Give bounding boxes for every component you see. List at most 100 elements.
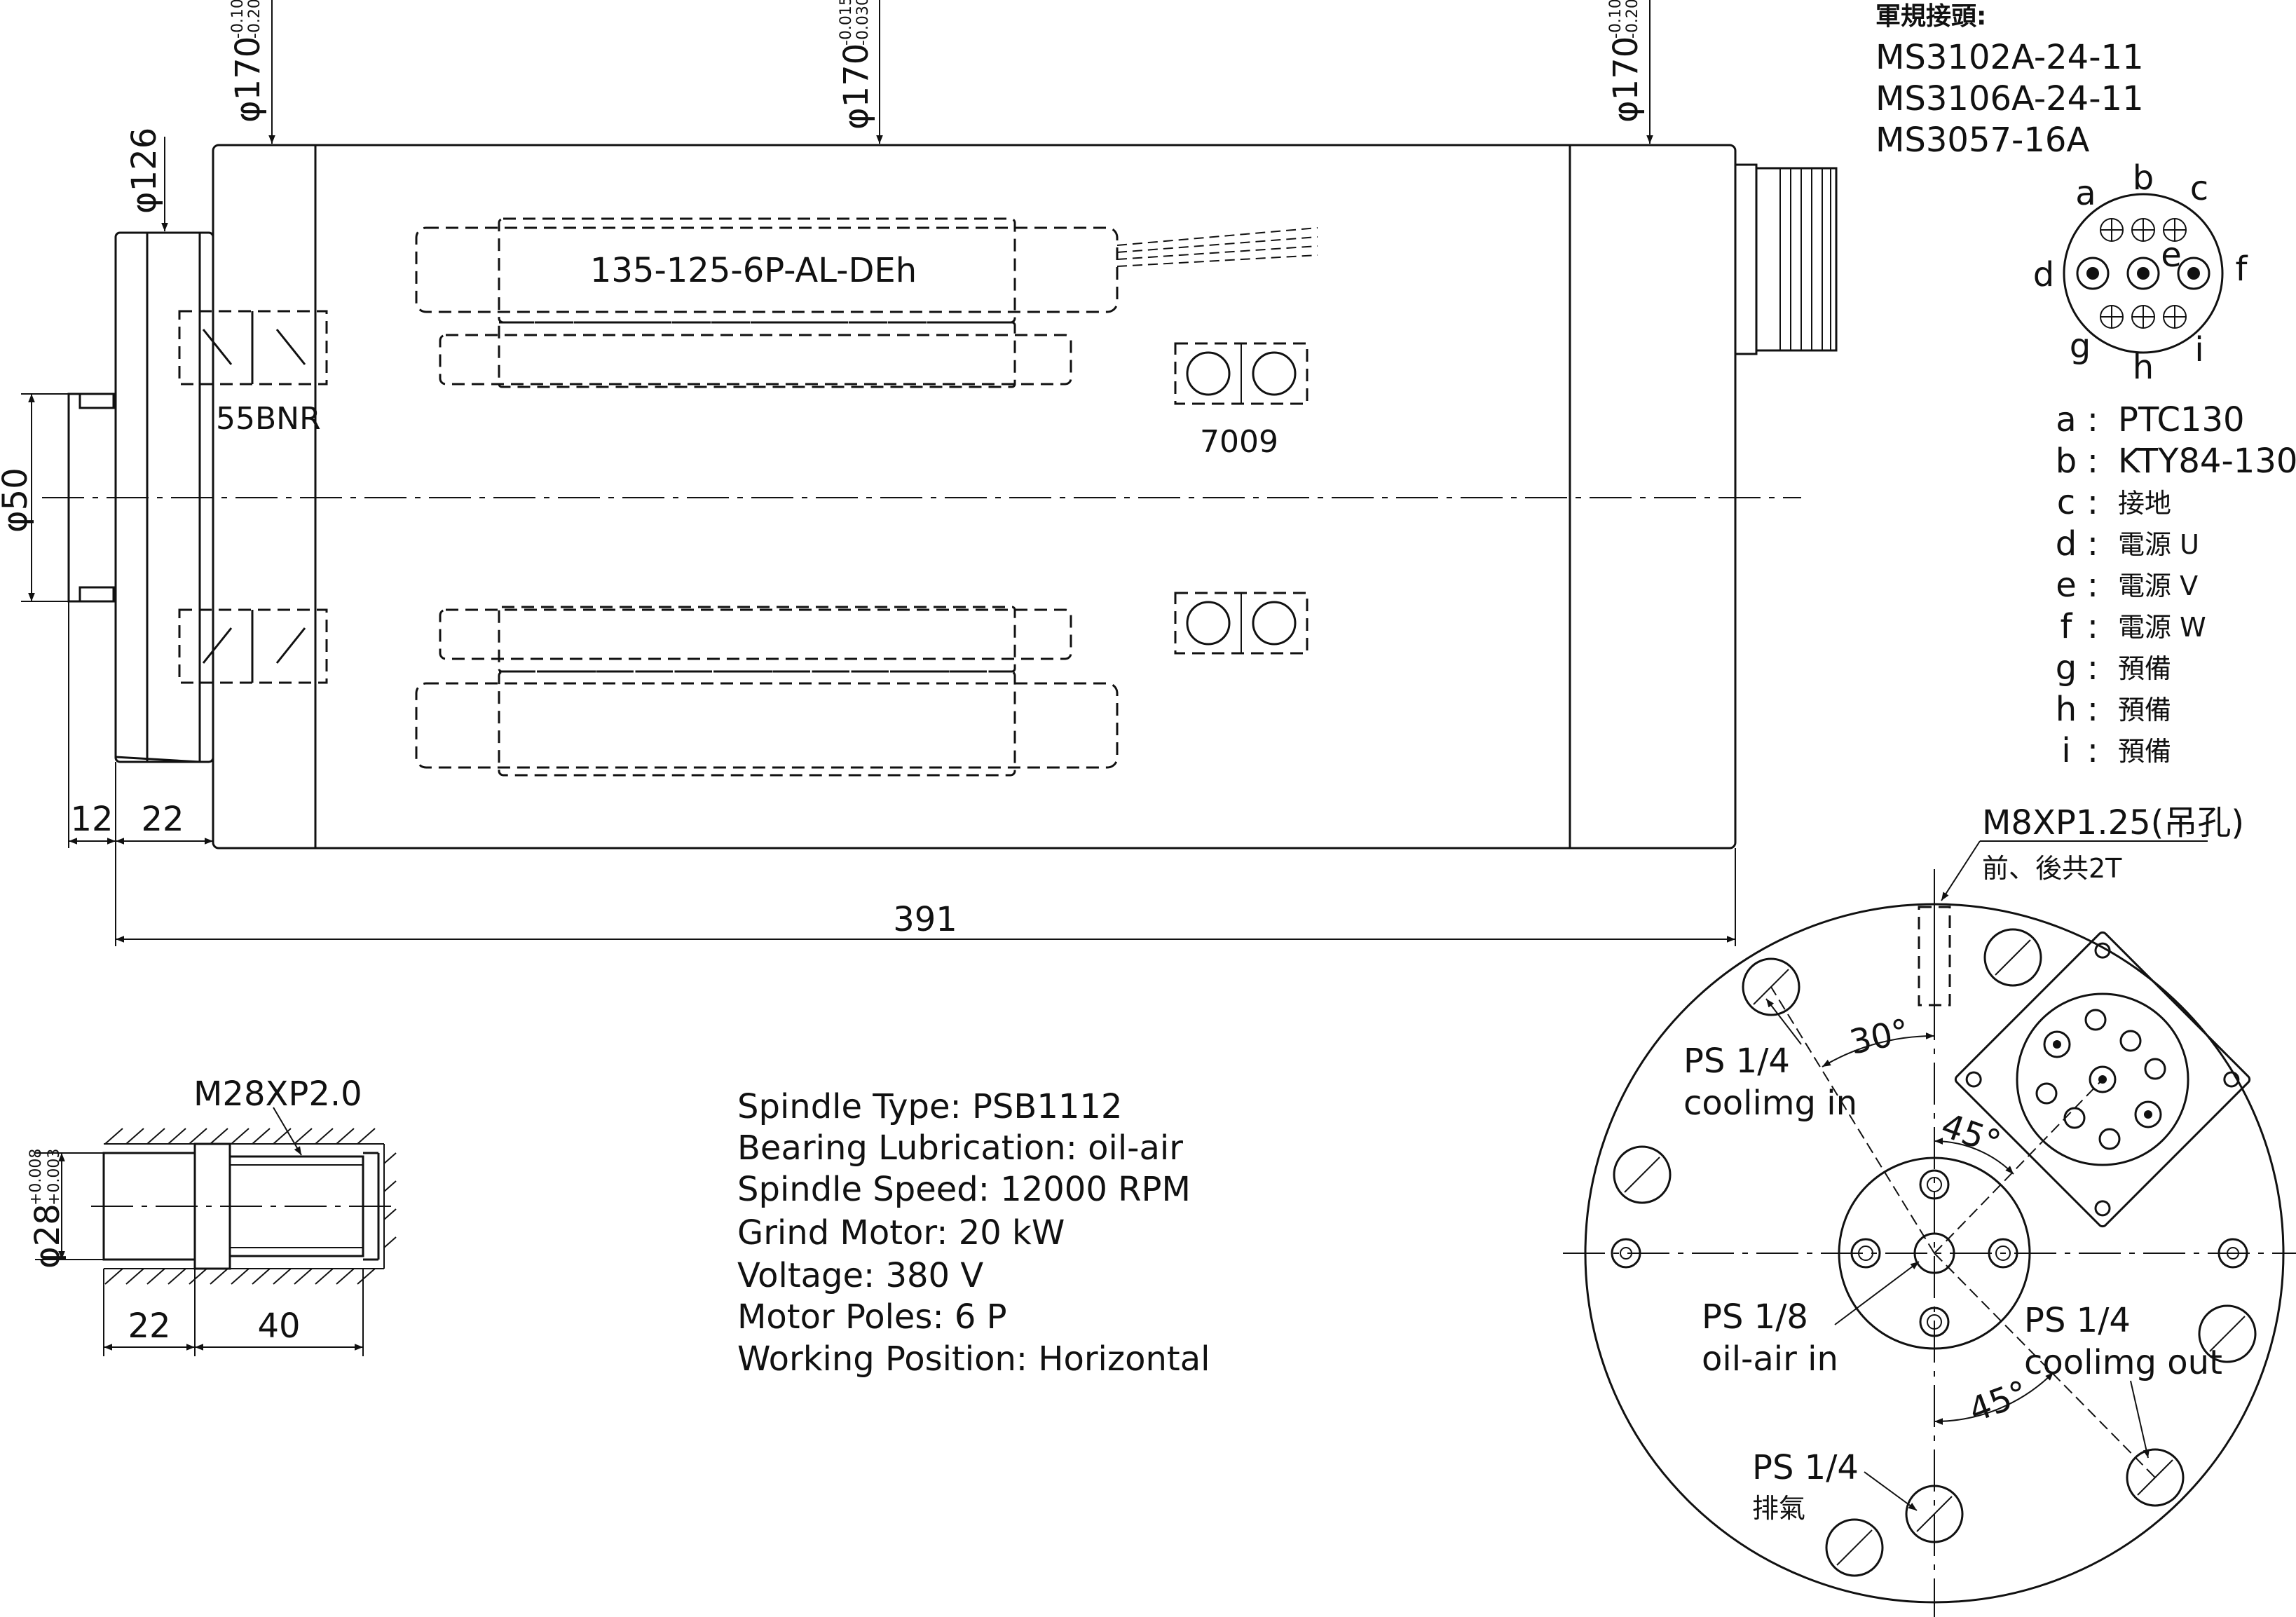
svg-text:-0.20: -0.20 [1624, 0, 1641, 39]
svg-text:預備: 預備 [2118, 653, 2171, 684]
pinout-row: c : 接地 [2057, 483, 2171, 522]
thread-detail: M28XP2.0 φ28 +0.008 +0.003 22 40 [27, 1074, 399, 1356]
svg-text:-0.030: -0.030 [854, 0, 872, 46]
rear-connector-box [1954, 931, 2251, 1228]
svg-text:預備: 預備 [2118, 736, 2171, 767]
svg-text:-0.20: -0.20 [246, 0, 264, 39]
pin-letter-i: i [2194, 330, 2203, 369]
svg-text::: : [2087, 400, 2098, 439]
spec-list: Spindle Type: PSB1112 Bearing Lubricatio… [737, 1087, 1210, 1379]
connector-title: 軍規接頭: [1875, 2, 1986, 31]
lifting-hole-note: 前、後共2T [1982, 853, 2122, 884]
pin-letter-e: e [2161, 236, 2182, 275]
pinout-row: i : 預備 [2061, 731, 2171, 770]
svg-text::: : [2087, 607, 2098, 646]
thread-label: M28XP2.0 [193, 1074, 362, 1114]
svg-text:a: a [2056, 400, 2076, 439]
motor-lower [415, 606, 1119, 777]
svg-text:c: c [2057, 483, 2075, 522]
dia-flange: φ126 [125, 128, 164, 214]
pinout-row: f : 電源 W [2061, 607, 2206, 646]
bearing-rear-label: 7009 [1200, 424, 1278, 460]
cooling-in-size: PS 1/4 [1683, 1042, 1790, 1081]
dia-shaft: φ50 [0, 468, 35, 533]
pin-letter-b: b [2133, 158, 2154, 198]
svg-text:i: i [2061, 731, 2070, 770]
rear-view: 30° 45° 45° M8XP1.25(吊孔) 前、後共2T PS 1/4 c… [1563, 803, 2296, 1617]
spec-lubrication: Bearing Lubrication: oil-air [737, 1128, 1183, 1168]
spec-spindle-type: Spindle Type: PSB1112 [737, 1087, 1122, 1126]
angle-30: 30° [1846, 1011, 1913, 1062]
svg-text:KTY84-130: KTY84-130 [2118, 442, 2296, 481]
hatch-bottom [104, 1268, 384, 1285]
bearing-front-label: 55BNR [216, 401, 321, 437]
spec-poles: Motor Poles: 6 P [737, 1297, 1007, 1337]
svg-text::: : [2087, 648, 2098, 688]
port-hole [1983, 928, 2042, 987]
oil-air-size: PS 1/8 [1702, 1297, 1808, 1337]
motor-label: 135-125-6P-AL-DEh [590, 251, 917, 290]
rear-connector [1734, 163, 1758, 355]
pin-letter-d: d [2033, 255, 2054, 294]
spec-voltage: Voltage: 380 V [737, 1256, 983, 1295]
spec-motor: Grind Motor: 20 kW [737, 1213, 1065, 1253]
thread-dia: φ28 [28, 1203, 67, 1269]
connector-model-3: MS3057-16A [1875, 121, 2089, 160]
thread-dim-40: 40 [257, 1306, 300, 1346]
svg-text:f: f [2061, 607, 2073, 646]
svg-text:g: g [2056, 648, 2077, 688]
svg-text:d: d [2056, 524, 2077, 564]
pinout-row: d : 電源 U [2056, 524, 2199, 564]
svg-text:-0.10: -0.10 [1607, 0, 1625, 39]
dia-front: φ170 [228, 36, 268, 123]
motor-upper [415, 217, 1318, 388]
svg-text:-0.015: -0.015 [838, 0, 855, 46]
dia-mid: φ170 [837, 43, 876, 130]
pin-letter-g: g [2070, 327, 2091, 366]
svg-text::: : [2087, 566, 2098, 605]
port-hole [1825, 1518, 1884, 1577]
spindle-body [212, 144, 1737, 850]
cooling-out-size: PS 1/4 [2024, 1301, 2131, 1340]
port-hole [2198, 1304, 2257, 1363]
cooling-out-label: coolimg out [2024, 1343, 2222, 1382]
cooling-in-label: coolimg in [1683, 1084, 1857, 1123]
connector-thread [1779, 168, 1831, 350]
connector-model-1: MS3102A-24-11 [1875, 38, 2144, 77]
svg-text:b: b [2056, 442, 2077, 481]
spec-position: Working Position: Horizontal [737, 1339, 1210, 1379]
angle-45-top: 45° [1936, 1105, 2006, 1163]
svg-text:接地: 接地 [2118, 488, 2171, 519]
svg-text::: : [2087, 483, 2098, 522]
pinout-row: e : 電源 V [2056, 566, 2198, 605]
bearing-55bnr-lower [178, 608, 328, 684]
pin-letter-h: h [2133, 348, 2154, 387]
svg-text:e: e [2056, 566, 2077, 605]
svg-text::: : [2087, 731, 2098, 770]
svg-text:+0.003: +0.003 [46, 1149, 63, 1206]
svg-text:+0.008: +0.008 [27, 1149, 45, 1206]
pin-letter-a: a [2075, 174, 2096, 213]
oil-air-label: oil-air in [1702, 1339, 1838, 1379]
pinout-row: b : KTY84-130 [2056, 442, 2296, 481]
pinout-row: a : PTC130 [2056, 400, 2244, 439]
pin-letter-f: f [2236, 250, 2248, 289]
dia-rear: φ170 [1606, 36, 1646, 123]
lifting-hole-label: M8XP1.25(吊孔) [1982, 803, 2244, 842]
exhaust-size: PS 1/4 [1752, 1448, 1859, 1487]
pinout-row: h : 預備 [2056, 690, 2171, 729]
connector-info: 軍規接頭: MS3102A-24-11 MS3106A-24-11 MS3057… [1875, 2, 2296, 770]
bearing-7009-upper [1174, 342, 1308, 405]
svg-text:-0.10: -0.10 [229, 0, 247, 39]
pinout-row: g : 預備 [2056, 648, 2171, 688]
angle-45-bottom: 45° [1964, 1373, 2033, 1431]
side-view: 135-125-6P-AL-DEh 55BNR [0, 0, 1838, 946]
dim-total: 391 [893, 900, 957, 939]
connector-pin-face [2063, 193, 2224, 354]
hatch-top [104, 1128, 384, 1145]
port-hole [2126, 1448, 2185, 1507]
pin-letter-c: c [2190, 169, 2208, 208]
svg-text:電源 V: 電源 V [2118, 571, 2198, 601]
dim-12: 12 [70, 800, 113, 839]
